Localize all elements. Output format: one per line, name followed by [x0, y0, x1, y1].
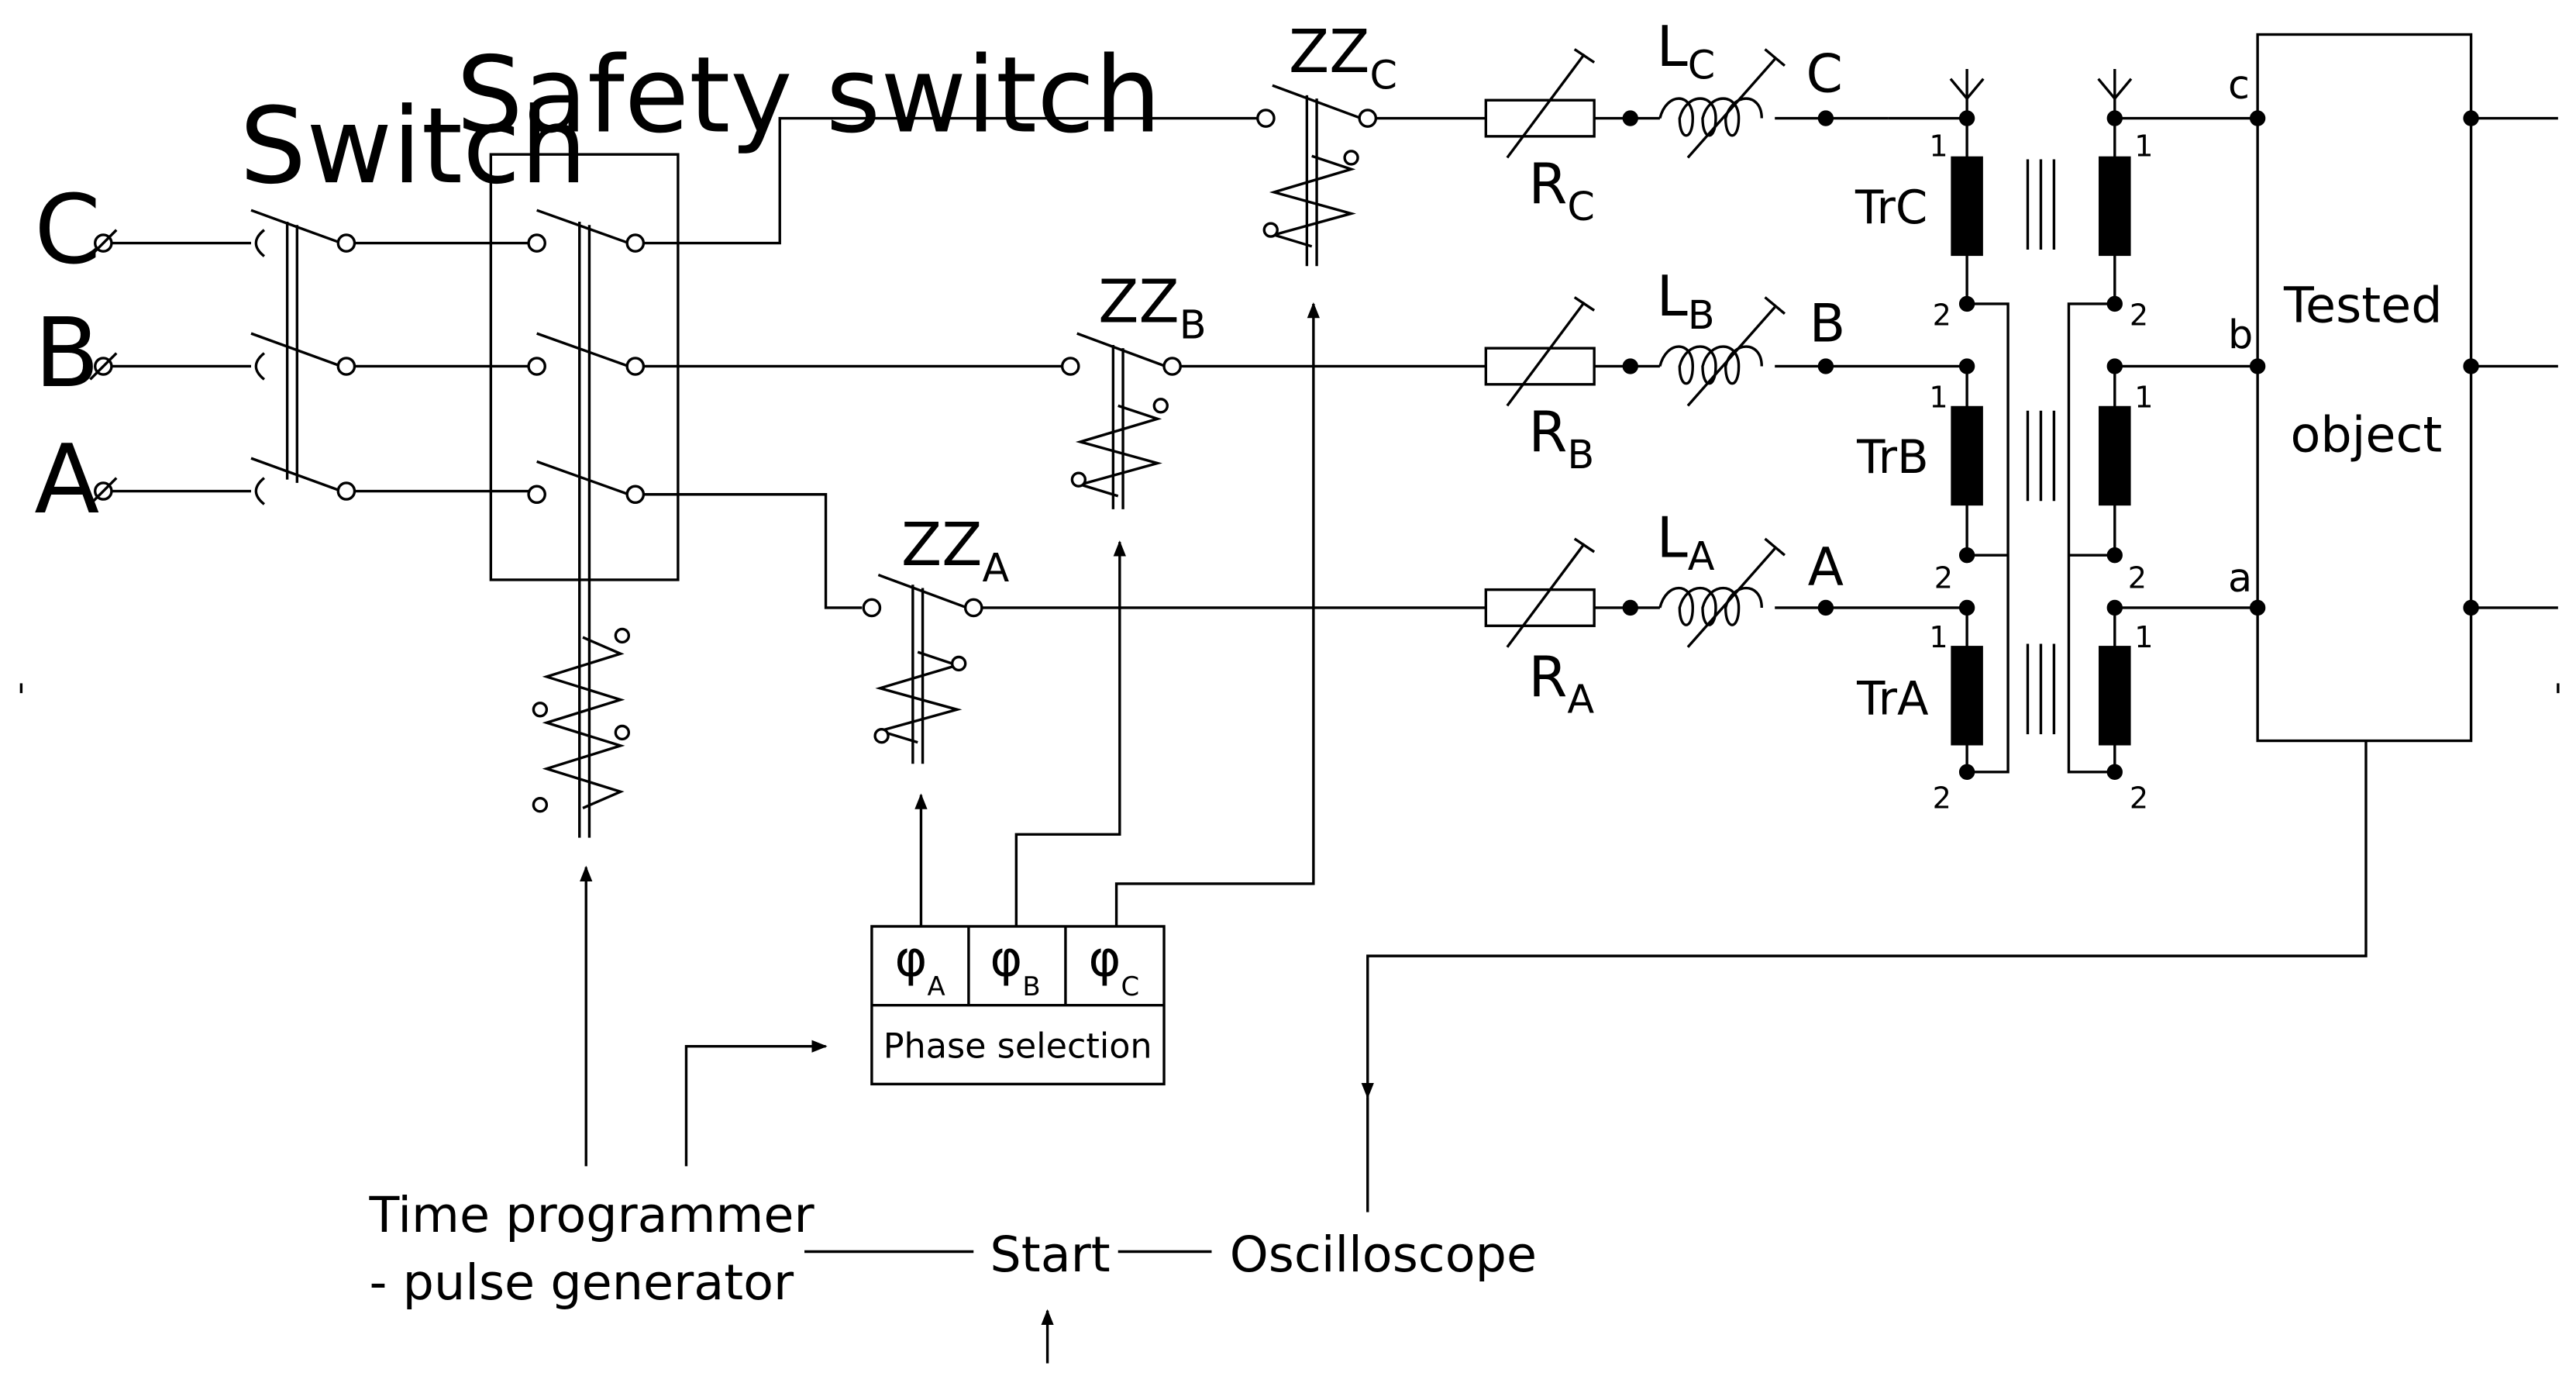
safety-switch [489, 153, 680, 838]
phase-label-b: B [34, 298, 99, 409]
transformer-trb [1951, 364, 2258, 556]
tested-object-line2: object [2291, 406, 2443, 464]
contactor-zz-a [862, 573, 1486, 764]
pin-label: 2 [2130, 781, 2148, 815]
pin-label: 2 [1934, 561, 1953, 595]
start-label: Start [990, 1226, 1110, 1283]
pin-label: 1 [1929, 380, 1947, 414]
phase-label-c: C [34, 174, 101, 285]
tested-object [2249, 33, 2558, 743]
pin-label: 2 [1933, 781, 1951, 815]
node-label-a: A [1808, 536, 1844, 597]
resistor-rb [1484, 296, 1631, 407]
zz-c-label: ZZC [1289, 17, 1397, 98]
resistor-rc [1484, 48, 1631, 159]
pin-label: 2 [2130, 298, 2148, 333]
zz-b-label: ZZB [1098, 267, 1206, 347]
terminal-b-label: b [2228, 312, 2253, 357]
inductor-lb [1630, 296, 1968, 407]
trb-label: TrB [1856, 430, 1929, 484]
inductor-lb-label: LB [1657, 264, 1715, 338]
transformer-tra [1951, 606, 2258, 772]
phase-label-a: A [34, 424, 99, 535]
node-label-b: B [1810, 293, 1846, 354]
pin-label: 1 [2134, 129, 2153, 163]
phase-wires [643, 116, 1258, 609]
phase-selection-label: Phase selection [883, 1026, 1152, 1066]
zz-a-label: ZZA [901, 510, 1009, 591]
oscilloscope-label: Oscilloscope [1230, 1226, 1537, 1283]
resistor-rc-label: RC [1528, 152, 1595, 229]
transformer-pin-dots [1958, 110, 2123, 780]
phi-b-label: φB [990, 930, 1040, 1002]
safety-switch-title: Safety switch [456, 34, 1162, 157]
time-programmer-label: Time programmer [369, 1186, 815, 1243]
phi-a-label: φA [895, 930, 945, 1002]
resistor-ra-label: RA [1528, 644, 1594, 722]
tra-label: TrA [1856, 672, 1929, 726]
contactor-zz-b [1060, 332, 1486, 509]
inductor-la-label: LA [1657, 505, 1715, 579]
junction-dots [1622, 110, 1834, 616]
pulse-generator-label: - pulse generator [370, 1254, 794, 1311]
terminal-c-label: c [2228, 62, 2250, 108]
trc-label: TrC [1855, 181, 1927, 234]
transformer-trc [1888, 68, 2258, 304]
phase-selection-box [870, 925, 1166, 1086]
contactor-zz-c [1256, 84, 1486, 267]
node-label-c: C [1806, 43, 1842, 105]
main-switch [111, 209, 531, 505]
control-lines [580, 302, 2368, 1364]
switch-title: Switch [239, 84, 587, 207]
pin-label: 2 [2128, 561, 2147, 595]
pin-label: 1 [1929, 620, 1947, 654]
inductor-la [1630, 537, 1968, 648]
terminal-a-label: a [2228, 555, 2252, 601]
pin-label: 1 [2134, 620, 2153, 654]
pin-label: 1 [1929, 129, 1947, 163]
phi-c-label: φC [1089, 930, 1140, 1002]
resistor-ra [1484, 537, 1631, 648]
pin-label: 2 [1933, 298, 1951, 333]
pin-label: 1 [2134, 380, 2153, 414]
tested-object-line1: Tested [2283, 276, 2443, 333]
inductor-lc-label: LC [1657, 14, 1716, 88]
resistor-rb-label: RB [1528, 400, 1594, 478]
